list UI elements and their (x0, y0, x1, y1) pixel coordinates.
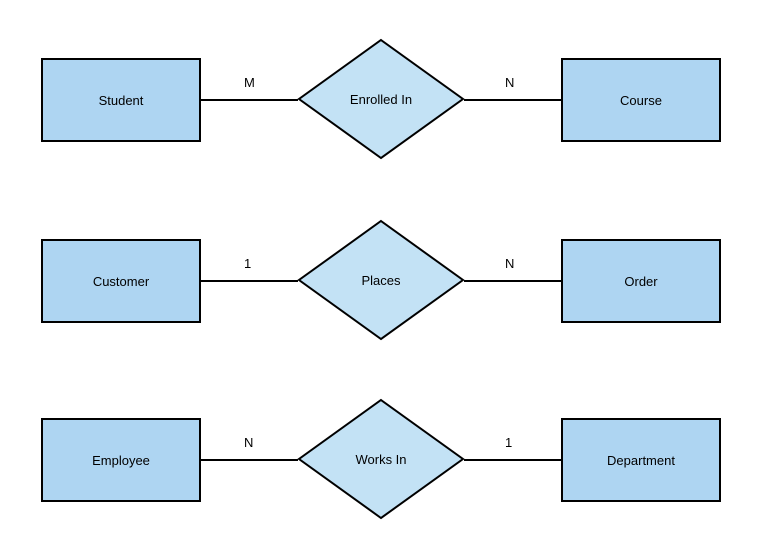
entity-label: Course (620, 92, 662, 108)
cardinality-label-left: N (244, 435, 254, 450)
entity-node[interactable]: Course (561, 58, 721, 142)
diamond-shape (297, 38, 465, 160)
connector-line-left (200, 280, 298, 282)
entity-node[interactable]: Department (561, 418, 721, 502)
connector-line-right (464, 459, 562, 461)
connector-line-right (464, 99, 562, 101)
relationship-row: Student M Enrolled In N Course (0, 30, 761, 170)
relationship-node[interactable]: Places (297, 219, 465, 341)
cardinality-label-left: M (244, 75, 255, 90)
diamond-shape (297, 219, 465, 341)
entity-label: Department (607, 452, 675, 468)
entity-node[interactable]: Student (41, 58, 201, 142)
entity-label: Order (624, 273, 658, 289)
cardinality-label-right: N (505, 75, 515, 90)
relationship-node[interactable]: Enrolled In (297, 38, 465, 160)
connector-line-left (200, 459, 298, 461)
relationship-row: Employee N Works In 1 Department (0, 390, 761, 530)
cardinality-label-right: N (505, 256, 515, 271)
diamond-shape (297, 398, 465, 520)
entity-label: Employee (92, 452, 150, 468)
relationship-row: Customer 1 Places N Order (0, 211, 761, 351)
entity-node[interactable]: Employee (41, 418, 201, 502)
cardinality-label-right: 1 (505, 435, 513, 450)
relationship-node[interactable]: Works In (297, 398, 465, 520)
entity-node[interactable]: Customer (41, 239, 201, 323)
connector-line-left (200, 99, 298, 101)
cardinality-label-left: 1 (244, 256, 252, 271)
entity-label: Student (98, 92, 144, 108)
connector-line-right (464, 280, 562, 282)
entity-node[interactable]: Order (561, 239, 721, 323)
entity-label: Customer (92, 273, 150, 289)
